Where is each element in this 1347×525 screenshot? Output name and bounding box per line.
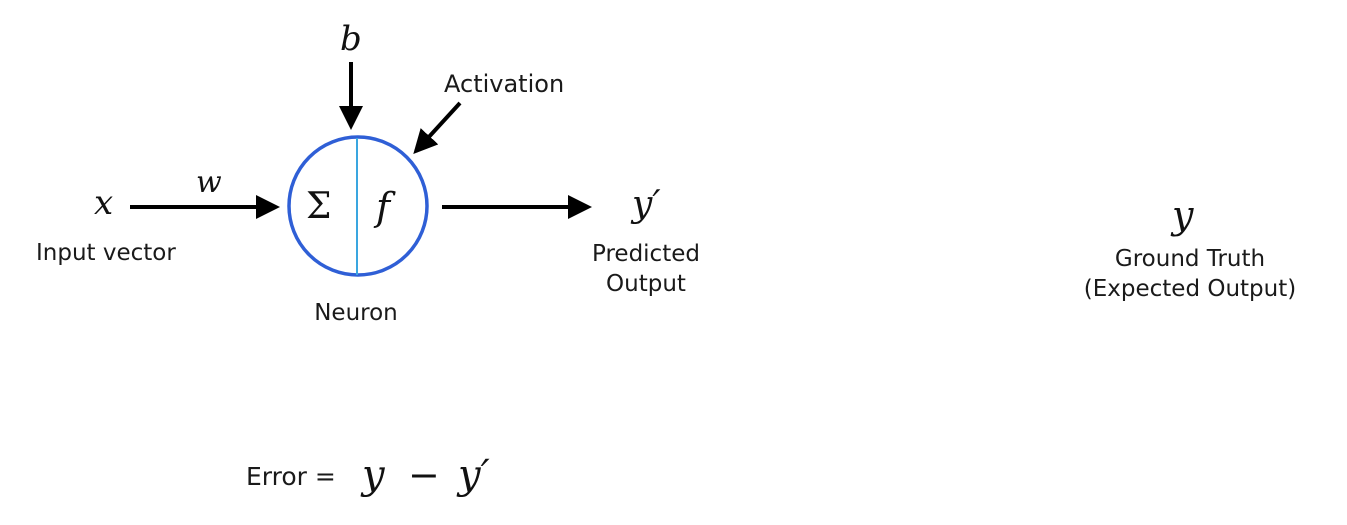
predicted-output-label-line2: Output	[606, 271, 686, 297]
bias-symbol: b	[340, 19, 362, 59]
ground-truth-symbol: y	[1172, 193, 1194, 237]
error-operator: −	[408, 453, 440, 497]
predicted-output-label-line1: Predicted	[592, 241, 700, 267]
ground-truth-label-line1: Ground Truth	[1114, 246, 1266, 272]
activation-label: Activation	[444, 70, 565, 98]
input-symbol: x	[94, 183, 114, 223]
activation-symbol: f	[376, 185, 391, 229]
error-lhs: y	[362, 452, 385, 498]
sum-symbol: Σ	[306, 186, 332, 227]
input-vector-label: Input vector	[36, 240, 176, 266]
error-label: Error =	[246, 462, 336, 491]
weight-symbol: w	[196, 165, 222, 200]
error-rhs: y′	[458, 452, 490, 498]
neuron-label: Neuron	[314, 300, 398, 326]
output-symbol: y′	[632, 184, 661, 225]
activation-arrow	[413, 101, 462, 154]
ground-truth-label-line2: (Expected Output)	[1083, 276, 1297, 302]
